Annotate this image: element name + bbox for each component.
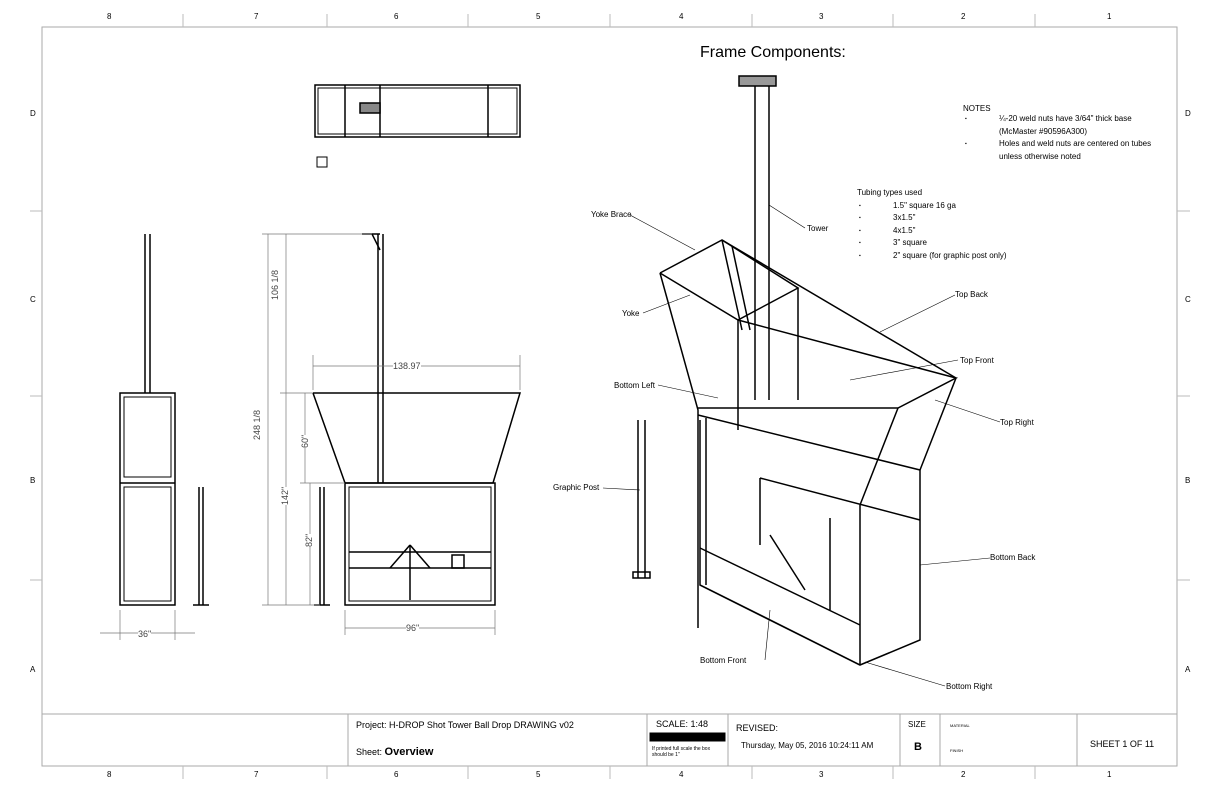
side-view [119,234,209,606]
dimension-lines [100,233,521,640]
zone-column-label: 4 [679,770,684,779]
zone-row-label: C [1185,295,1191,304]
zone-column-label: 5 [536,770,541,779]
tubing-list: Tubing types used 1.5" square 16 ga3x1.5… [857,187,1007,262]
project-label: Project: [356,720,387,730]
notes: NOTES ¼-20 weld nuts have 3/64" thick ba… [963,104,1163,163]
tubing-item: 4x1.5" [857,225,1007,238]
zone-row-label: A [30,665,36,674]
zone-column-label: 1 [1107,770,1112,779]
zone-column-label: 1 [1107,12,1112,21]
zone-column-label: 3 [819,770,824,779]
callout-bottom-right: Bottom Right [946,682,993,691]
isometric-view [632,75,959,666]
tubing-item: 3x1.5" [857,212,1007,225]
callout-bottom-left: Bottom Left [614,381,655,390]
revised-date: Thursday, May 05, 2016 10:24:11 AM [741,741,874,750]
zone-column-label: 2 [961,12,966,21]
zone-column-label: 7 [254,12,259,21]
scale-note: If printed full scale the box should be … [652,746,711,758]
note-item: ¼-20 weld nuts have 3/64" thick base (Mc… [963,113,1163,138]
drawing-title: Frame Components: [700,44,846,61]
dimension-yoke-height: 60" [300,434,310,448]
scale-bar [649,732,726,742]
callout-top-right: Top Right [1000,418,1034,427]
title-block-lines [42,713,1177,766]
scale: SCALE: 1:48 [656,719,709,729]
front-view [312,233,522,606]
dimension-frame-height: 82" [304,533,314,547]
tubing-item: 3" square [857,237,1007,250]
callout-yoke-brace: Yoke Brace [591,210,632,219]
sheet-name: Overview [384,746,434,758]
sheet-field: Sheet: Overview [356,746,433,758]
size-label: SIZE [908,720,926,729]
dimension-depth: 36" [138,629,152,639]
zone-row-label: B [1185,476,1191,485]
tubing-heading: Tubing types used [857,188,923,197]
top-view [314,84,521,168]
sheet-number: SHEET 1 OF 11 [1090,739,1155,749]
sheet-label: Sheet: [356,747,383,757]
revised-label: REVISED: [736,723,779,733]
zone-column-label: 8 [107,12,112,21]
notes-heading: NOTES [963,104,991,113]
note-item: Holes and weld nuts are centered on tube… [963,138,1163,163]
callout-top-front: Top Front [960,356,994,365]
callout-bottom-back: Bottom Back [990,553,1036,562]
zone-column-label: 8 [107,770,112,779]
callout-graphic-post: Graphic Post [553,483,600,492]
callout-yoke: Yoke [622,309,640,318]
zone-column-label: 6 [394,770,399,779]
callout-top-back: Top Back [955,290,988,299]
zone-row-label: A [1185,665,1191,674]
tubing-item: 1.5" square 16 ga [857,200,1007,213]
project-name: H-DROP Shot Tower Ball Drop DRAWING v02 [389,720,574,730]
zone-column-label: 2 [961,770,966,779]
zone-column-label: 7 [254,770,259,779]
zone-row-label: C [30,295,36,304]
zone-column-label: 5 [536,12,541,21]
tubing-item: 2" square (for graphic post only) [857,250,1007,263]
size-value: B [914,741,922,753]
zone-ticks [30,14,1190,779]
zone-row-label: D [1185,109,1191,118]
callout-leaders [602,204,1001,687]
project-field: Project: H-DROP Shot Tower Ball Drop DRA… [356,720,574,730]
zone-row-label: D [30,109,36,118]
zone-column-label: 4 [679,12,684,21]
zone-column-label: 6 [394,12,399,21]
material-field: MATERIAL [950,723,970,728]
callout-bottom-front: Bottom Front [700,656,747,665]
callout-tower: Tower [807,224,829,233]
dimension-total-height: 248 1/8 [252,409,262,440]
finish-field: FINISH [950,748,964,753]
dimension-width-top: 138.97 [393,361,421,371]
dimension-lower-height: 142" [280,486,290,505]
dimension-upper-height: 106 1/8 [270,269,280,300]
dimension-width-bottom: 96" [406,623,420,633]
zone-row-label: B [30,476,36,485]
zone-column-label: 3 [819,12,824,21]
